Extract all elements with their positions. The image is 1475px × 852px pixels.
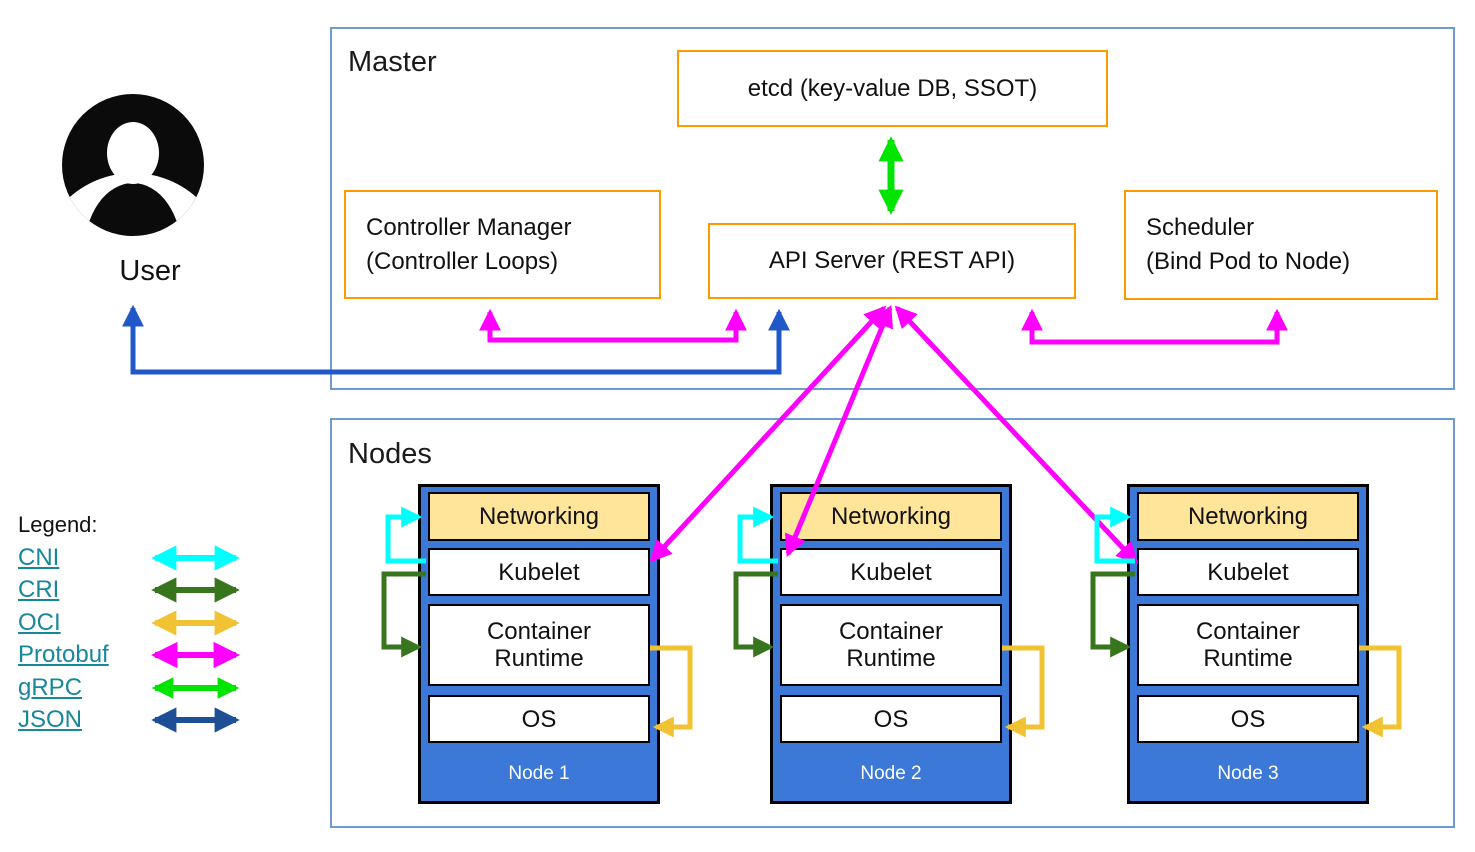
container-runtime-label-line1: Container	[486, 618, 592, 645]
node-label: Node 1	[508, 763, 570, 784]
etcd-box: etcd (key-value DB, SSOT)	[677, 50, 1108, 127]
user-label: User	[119, 255, 181, 287]
controller-manager-box: Controller Manager (Controller Loops)	[344, 190, 661, 299]
legend-link-json[interactable]: JSON	[18, 706, 83, 733]
kubelet-label: Kubelet	[1207, 558, 1289, 586]
kubelet-label: Kubelet	[850, 558, 932, 586]
os-label: OS	[873, 705, 909, 733]
kubelet-box: Kubelet	[780, 548, 1002, 596]
user-icon	[61, 93, 205, 237]
node-stack: Networking Kubelet Container Runtime OS …	[1127, 484, 1369, 804]
node-stack: Networking Kubelet Container Runtime OS …	[770, 484, 1012, 804]
scheduler-label-line1: Scheduler	[1146, 214, 1255, 241]
etcd-label: etcd (key-value DB, SSOT)	[747, 74, 1038, 102]
os-box: OS	[780, 695, 1002, 743]
kubelet-box: Kubelet	[428, 548, 650, 596]
scheduler-box: Scheduler (Bind Pod to Node)	[1124, 190, 1438, 300]
kubelet-label: Kubelet	[498, 558, 580, 586]
container-runtime-label-line1: Container	[1195, 618, 1301, 645]
os-box: OS	[1137, 695, 1359, 743]
legend-link-cni[interactable]: CNI	[18, 544, 60, 571]
controller-manager-label-line2: (Controller Loops)	[366, 247, 559, 275]
container-runtime-box: Container Runtime	[780, 604, 1002, 686]
node-label: Node 3	[1217, 763, 1279, 784]
container-runtime-label-line2: Runtime	[846, 645, 936, 672]
api-server-label: API Server (REST API)	[768, 247, 1016, 274]
nodes-title: Nodes	[348, 438, 432, 470]
container-runtime-label-line2: Runtime	[494, 645, 584, 672]
os-label: OS	[521, 705, 557, 733]
networking-box: Networking	[780, 492, 1002, 541]
master-title: Master	[348, 46, 437, 78]
networking-box: Networking	[428, 492, 650, 541]
container-runtime-label-line2: Runtime	[1203, 645, 1293, 672]
legend-link-grpc[interactable]: gRPC	[18, 674, 83, 701]
container-runtime-box: Container Runtime	[1137, 604, 1359, 686]
container-runtime-box: Container Runtime	[428, 604, 650, 686]
container-runtime-label-line1: Container	[838, 618, 944, 645]
node-label: Node 2	[860, 763, 922, 784]
networking-label: Networking	[830, 503, 952, 530]
node-stack: Networking Kubelet Container Runtime OS …	[418, 484, 660, 804]
legend-link-oci[interactable]: OCI	[18, 609, 61, 636]
networking-label: Networking	[478, 503, 600, 530]
scheduler-label-line2: (Bind Pod to Node)	[1146, 248, 1351, 275]
api-server-box: API Server (REST API)	[708, 223, 1076, 299]
os-box: OS	[428, 695, 650, 743]
networking-label: Networking	[1187, 503, 1309, 530]
legend-link-cri[interactable]: CRI	[18, 576, 60, 603]
controller-manager-label-line1: Controller Manager	[366, 213, 572, 241]
kubelet-box: Kubelet	[1137, 548, 1359, 596]
legend-link-protobuf[interactable]: Protobuf	[18, 641, 109, 668]
networking-box: Networking	[1137, 492, 1359, 541]
legend-title: Legend:	[18, 512, 98, 537]
os-label: OS	[1230, 705, 1266, 733]
